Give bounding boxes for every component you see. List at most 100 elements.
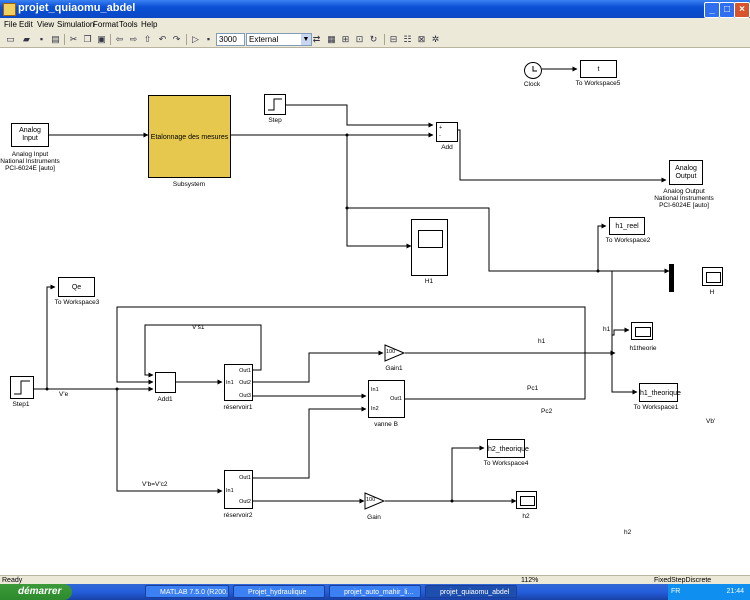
maximize-button[interactable]: □ <box>719 2 735 18</box>
step1-block[interactable] <box>10 376 34 399</box>
signal-h1-tag: h1 <box>603 326 611 333</box>
redo-icon[interactable]: ↷ <box>172 34 181 44</box>
signal-h2-label: h2 <box>624 529 632 536</box>
paste-icon[interactable]: ▣ <box>97 34 106 44</box>
port-out2: Out2 <box>239 499 251 505</box>
zoom-level: 112% <box>521 577 539 584</box>
analog-input-block[interactable]: Analog Input <box>11 123 49 147</box>
to-workspace3-caption: To Workspace3 <box>54 299 100 306</box>
gain-caption: Gain <box>367 514 381 521</box>
close-button[interactable]: × <box>734 2 750 18</box>
vanne-b-block[interactable]: In1 In2 Out1 <box>368 380 405 418</box>
analog-output-block[interactable]: Analog Output <box>669 160 703 185</box>
scope-h-caption: H <box>709 289 715 296</box>
build-icon[interactable]: ▦ <box>327 34 336 44</box>
minimize-button[interactable]: _ <box>704 2 720 18</box>
model-canvas[interactable]: Analog Input Analog Input National Instr… <box>0 48 750 575</box>
menu-format[interactable]: Format <box>93 20 119 29</box>
print-icon[interactable]: ▤ <box>51 34 60 44</box>
cut-icon[interactable]: ✂ <box>69 34 78 44</box>
step-icon <box>14 380 30 395</box>
taskbar-item-projet-hydraulique[interactable]: Projet_hydraulique <box>233 585 325 598</box>
up-icon[interactable]: ⇧ <box>143 34 152 44</box>
gain-value: 100 <box>366 497 376 503</box>
scope-h1theorie-block[interactable] <box>631 322 653 340</box>
to-workspace2-caption: To Workspace2 <box>605 237 651 244</box>
clock-block[interactable] <box>524 62 542 79</box>
to-workspace5-caption: To Workspace5 <box>575 80 621 87</box>
library-browser-icon[interactable]: ⊟ <box>389 34 398 44</box>
to-workspace2-block[interactable]: h1_reel <box>609 217 645 235</box>
open-icon[interactable]: ▰ <box>23 34 30 44</box>
reservoir1-caption: réservoir1 <box>223 404 253 411</box>
menu-edit[interactable]: Edit <box>19 20 33 29</box>
model-explorer-icon[interactable]: ☷ <box>403 34 412 44</box>
stop-time-input[interactable]: 3000 <box>216 33 245 46</box>
play-icon[interactable]: ▷ <box>192 34 199 44</box>
language-indicator[interactable]: FR <box>671 588 681 595</box>
taskbar: démarrer MATLAB 7.5.0 (R200... Projet_hy… <box>0 584 750 600</box>
status-text: Ready <box>2 577 23 584</box>
to-workspace4-block[interactable]: h2_theorique <box>487 439 529 458</box>
menu-tools[interactable]: Tools <box>119 20 138 29</box>
reservoir2-caption: réservoir2 <box>223 512 253 519</box>
menu-help[interactable]: Help <box>141 20 158 29</box>
clock-display: 21:44 <box>726 588 744 595</box>
to-workspace1-block[interactable]: h1_theorique <box>639 383 681 402</box>
scope-icon <box>418 230 443 248</box>
to-workspace5-block[interactable]: t <box>580 60 617 78</box>
step-block[interactable] <box>264 94 286 115</box>
scope-h2-caption: h2 <box>522 513 530 520</box>
update-icon[interactable]: ⊞ <box>341 34 350 44</box>
simulation-mode-select[interactable]: External▼ <box>246 33 312 46</box>
signal-ve-label: V'e <box>59 391 69 398</box>
save-icon[interactable]: ▪ <box>39 34 44 44</box>
start-button[interactable]: démarrer <box>0 584 72 600</box>
port-out2: Out2 <box>239 380 251 386</box>
connect-icon[interactable]: ⇄ <box>312 34 321 44</box>
forward-icon[interactable]: ⇨ <box>129 34 138 44</box>
copy-icon[interactable]: ❐ <box>83 34 92 44</box>
taskbar-item-matlab[interactable]: MATLAB 7.5.0 (R200... <box>145 585 229 598</box>
scope-h1-block[interactable] <box>411 219 448 276</box>
title-bar: projet_quiaomu_abdel _ □ × <box>0 0 750 18</box>
scope-h2-block[interactable] <box>516 491 537 509</box>
debug-icon[interactable]: ⊡ <box>355 34 364 44</box>
reservoir1-block[interactable]: In1 Out1 Out2 Out3 <box>224 364 253 401</box>
port-out1: Out1 <box>239 475 251 481</box>
signal-pc2-label: Pc2 <box>541 408 553 415</box>
to-workspace4-caption: To Workspace4 <box>483 460 529 467</box>
to-workspace1-caption: To Workspace1 <box>633 404 679 411</box>
add1-block[interactable] <box>155 372 176 393</box>
menu-file[interactable]: File <box>4 20 17 29</box>
mux-block[interactable] <box>669 264 674 292</box>
menu-view[interactable]: View <box>37 20 55 29</box>
new-icon[interactable]: ▭ <box>6 34 15 44</box>
analog-input-caption: Analog Input National Instruments PCI-60… <box>0 151 60 172</box>
stop-icon[interactable]: ▪ <box>206 34 211 44</box>
scope-h-block[interactable] <box>702 267 723 286</box>
scope-icon <box>635 327 651 337</box>
undo-icon[interactable]: ↶ <box>158 34 167 44</box>
model-browser-icon[interactable]: ⊠ <box>417 34 426 44</box>
port-out1: Out1 <box>390 396 402 402</box>
subsystem-block[interactable]: Etalonnage des mesures <box>148 95 231 178</box>
back-icon[interactable]: ⇦ <box>115 34 124 44</box>
taskbar-item-projet-quiaomu[interactable]: projet_quiaomu_abdel <box>425 585 517 598</box>
reservoir2-block[interactable]: In1 Out1 Out2 <box>224 470 253 509</box>
step-icon <box>268 98 282 111</box>
to-workspace3-block[interactable]: Qe <box>58 277 95 297</box>
step-caption: Step <box>268 117 282 124</box>
scope-h1-caption: H1 <box>424 278 434 285</box>
gain1-block[interactable]: 100 <box>384 344 405 362</box>
add1-caption: Add1 <box>157 396 173 403</box>
gain-block[interactable]: 100 <box>364 492 385 510</box>
add-block[interactable]: +- <box>436 122 458 142</box>
taskbar-item-projet-auto[interactable]: projet_auto_mahir_li... <box>329 585 421 598</box>
simulation-mode-value: External <box>249 35 279 44</box>
debugger-icon[interactable]: ✲ <box>431 34 440 44</box>
gain1-value: 100 <box>386 349 396 355</box>
menu-simulation[interactable]: Simulation <box>57 20 95 29</box>
analog-output-caption: Analog Output National Instruments PCI-6… <box>654 188 714 209</box>
refresh-icon[interactable]: ↻ <box>369 34 378 44</box>
